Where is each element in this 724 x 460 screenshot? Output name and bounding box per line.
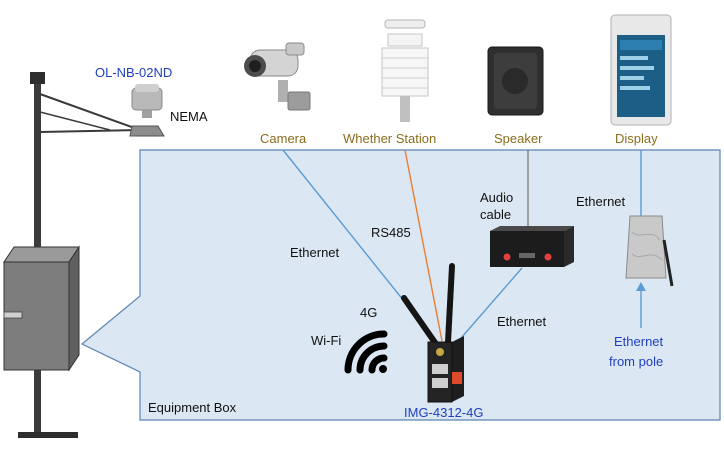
audio-cable-label-line1: Audio xyxy=(480,190,513,205)
ethernet-from-pole-line1: Ethernet xyxy=(614,334,664,349)
cabinet-icon xyxy=(3,245,80,372)
speaker-label: Speaker xyxy=(494,131,543,146)
weather-station-icon xyxy=(381,19,429,122)
camera-icon xyxy=(244,42,311,111)
ethernet-speaker-label: Ethernet xyxy=(497,314,547,329)
rs485-label: RS485 xyxy=(371,225,411,240)
equipment-box xyxy=(80,149,721,421)
audio-cable-label-line2: cable xyxy=(480,207,511,222)
equipment-box-label: Equipment Box xyxy=(148,400,237,415)
display-label: Display xyxy=(615,131,658,146)
nema-sensor-icon xyxy=(131,84,163,118)
display-icon xyxy=(610,14,672,126)
ethernet-from-pole-arrow xyxy=(636,282,646,328)
ethernet-camera-label: Ethernet xyxy=(290,245,340,260)
audio-amplifier-icon xyxy=(490,226,574,267)
wifi-icon xyxy=(344,330,388,374)
gateway-model-label: IMG-4312-4G xyxy=(404,405,483,420)
ethernet-display-label: Ethernet xyxy=(576,194,626,209)
rs485-line xyxy=(404,149,443,342)
switch-icon xyxy=(625,215,674,287)
weather-station-label: Whether Station xyxy=(343,131,436,146)
gateway-icon xyxy=(401,263,464,403)
speaker-icon xyxy=(487,46,544,116)
fourg-label: 4G xyxy=(360,305,377,320)
nema-label: NEMA xyxy=(170,109,208,124)
ethernet-from-pole-line2: from pole xyxy=(609,354,663,369)
ethernet-speaker-line xyxy=(454,267,523,346)
wifi-label: Wi-Fi xyxy=(311,333,341,348)
camera-label: Camera xyxy=(260,131,307,146)
ol-model-label: OL-NB-02ND xyxy=(95,65,172,80)
